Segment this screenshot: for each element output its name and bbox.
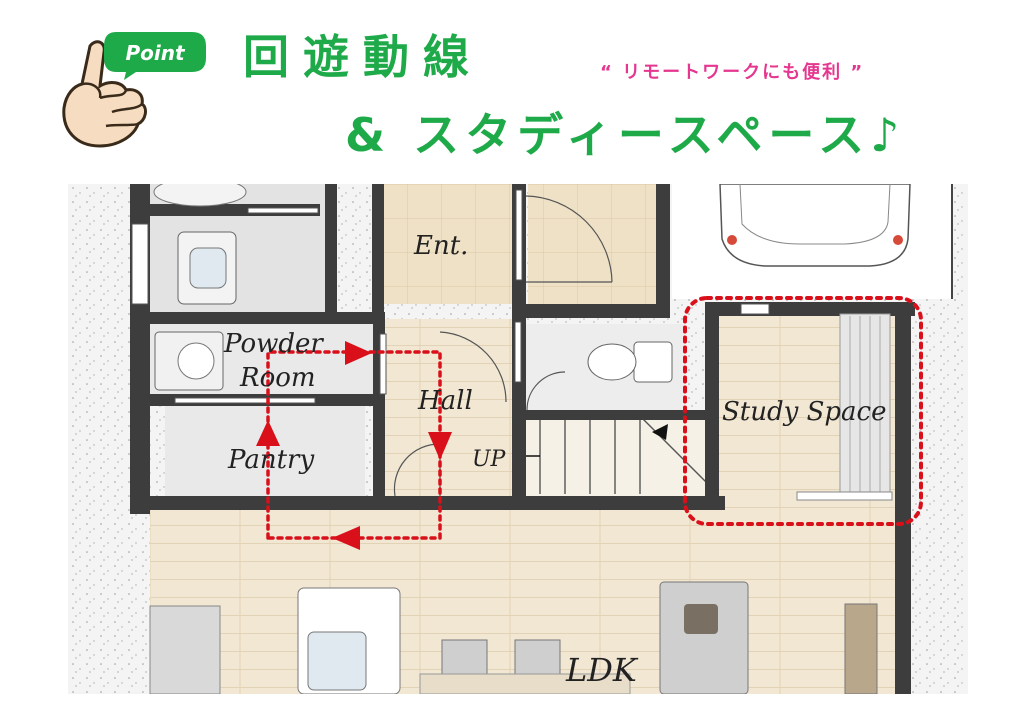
stair-floor [513, 416, 708, 502]
page-subtitle: “ リモートワークにも便利 ” [600, 62, 865, 83]
toilet [633, 341, 673, 383]
refrigerator [149, 605, 221, 694]
label-hall: Hall [417, 386, 473, 416]
route-arrows [256, 341, 452, 550]
point-badge: Point [125, 41, 185, 65]
page-title: 回遊動線 [243, 30, 483, 84]
study-shelf [839, 313, 891, 497]
route-arrow-down [428, 432, 452, 460]
sofa [659, 581, 749, 694]
entrance-floor [380, 184, 512, 304]
label-up: UP [472, 447, 507, 472]
floor-plan: Ent. Powder Room Hall Pantry UP Study Sp… [68, 184, 968, 694]
label-study-space: Study Space [722, 397, 887, 427]
car [719, 184, 911, 267]
tv-stand [844, 603, 878, 694]
hall-floor [385, 319, 513, 502]
route-arrow-left [332, 526, 360, 550]
dining-chair [514, 639, 561, 681]
closet-floor [528, 184, 656, 304]
route-arrow-up [256, 420, 280, 446]
study-desk [796, 491, 893, 501]
bathtub [153, 184, 247, 207]
label-entrance: Ent. [413, 231, 468, 261]
label-pantry: Pantry [227, 445, 314, 475]
stair-arrow [652, 424, 668, 440]
label-powder-room-line2: Room [239, 363, 316, 393]
circulation-route [266, 350, 442, 540]
page-title-line2: & スタディースペース♪ [345, 108, 906, 162]
pointing-hand-icon: Point [62, 32, 206, 148]
label-ldk: LDK [565, 651, 639, 689]
route-arrow-right [345, 341, 372, 365]
study-space-highlight [683, 296, 923, 526]
windows [131, 189, 770, 404]
pantry-floor [165, 406, 365, 496]
dining-table [419, 673, 631, 694]
label-powder-room-line1: Powder [223, 329, 324, 359]
